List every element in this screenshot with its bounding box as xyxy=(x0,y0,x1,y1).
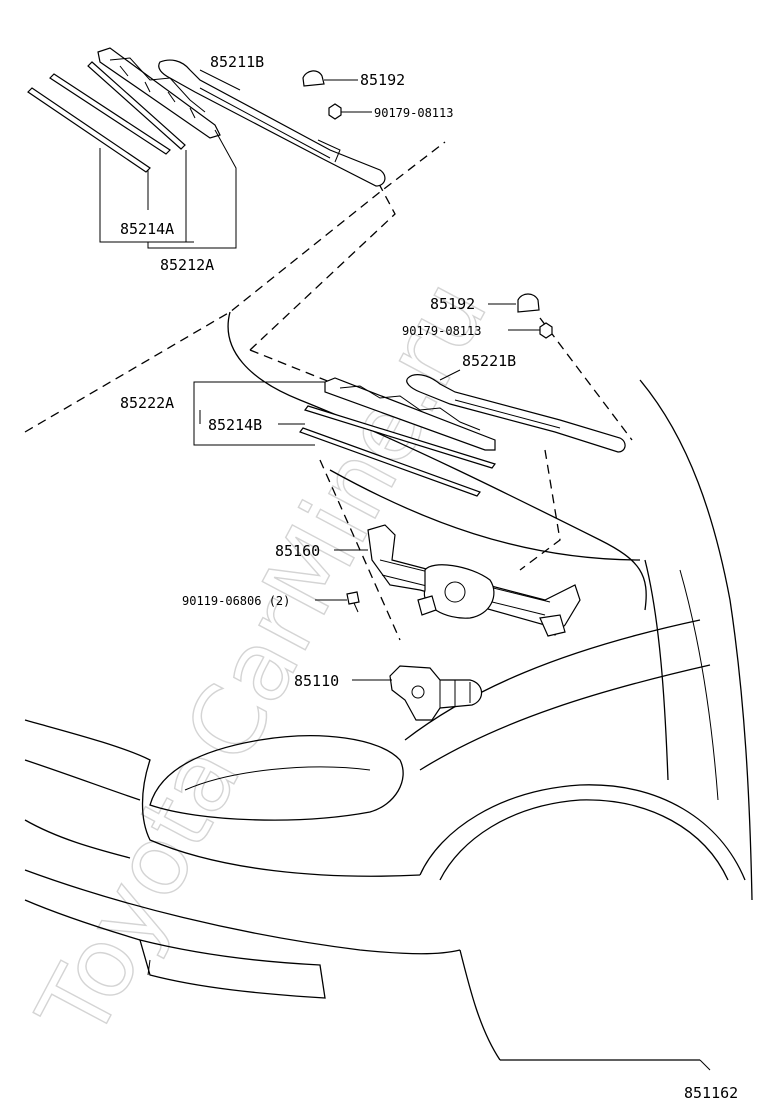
wiper-motor-85110 xyxy=(389,665,483,721)
nut-90179-mid xyxy=(539,322,553,339)
cap-85192-top xyxy=(302,70,325,87)
label-85110: 85110 xyxy=(294,672,339,690)
label-85211B: 85211B xyxy=(210,53,264,71)
label-85212A: 85212A xyxy=(160,256,214,274)
bolt-90119 xyxy=(346,591,360,613)
part-labels: 85211B 85192 90179-08113 85214A 85212A 8… xyxy=(120,53,738,1102)
label-85221B: 85221B xyxy=(462,352,516,370)
car-body-outline xyxy=(24,141,753,1071)
label-90179-top: 90179-08113 xyxy=(374,106,453,120)
diagram-id: 851162 xyxy=(684,1084,738,1102)
wiper-link-85160 xyxy=(367,524,581,637)
label-85222A: 85222A xyxy=(120,394,174,412)
leader-lines xyxy=(99,69,540,681)
wiper-arm-85211B xyxy=(158,59,386,187)
wiper-blade-85222A xyxy=(324,377,496,451)
nut-90179-top xyxy=(328,103,342,120)
label-85192-top: 85192 xyxy=(360,71,405,89)
wiper-blade-85212A xyxy=(97,47,221,139)
wiper-arm-85221B xyxy=(406,374,626,453)
label-85192-mid: 85192 xyxy=(430,295,475,313)
label-85160: 85160 xyxy=(275,542,320,560)
wiper-rubber-85214B xyxy=(299,405,496,497)
cap-85192-mid xyxy=(517,293,540,313)
wiper-rubber-85214A xyxy=(27,61,186,173)
label-85214B: 85214B xyxy=(208,416,262,434)
label-90119: 90119-06806 (2) xyxy=(182,594,290,608)
label-85214A: 85214A xyxy=(120,220,174,238)
label-90179-mid: 90179-08113 xyxy=(402,324,481,338)
